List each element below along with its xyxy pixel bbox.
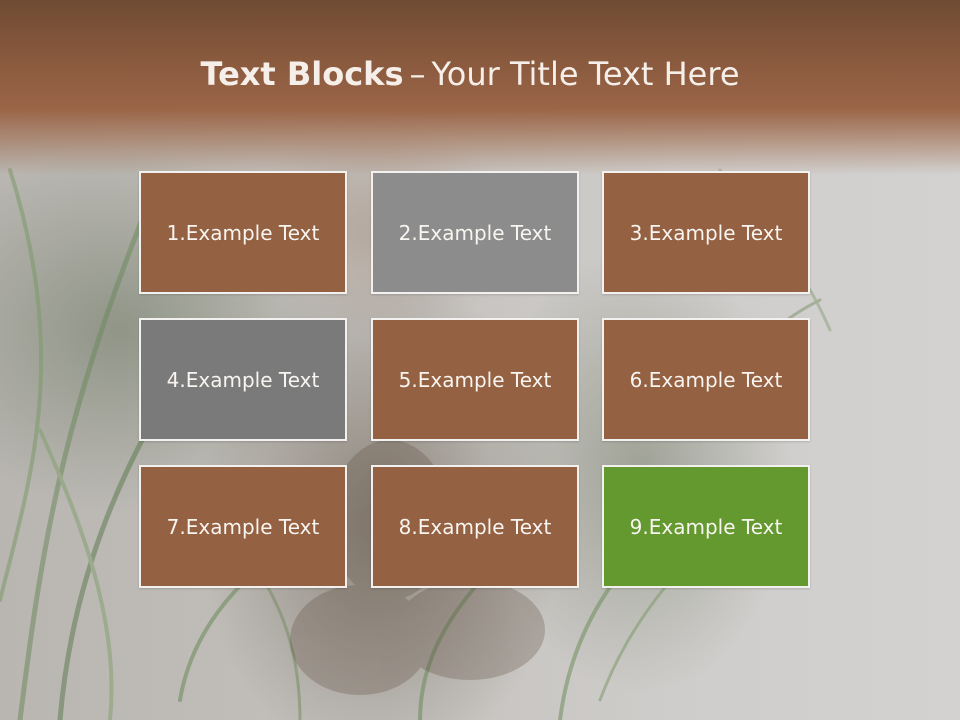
text-block-9[interactable]: 9.Example Text [602, 465, 810, 588]
text-block-2[interactable]: 2.Example Text [371, 171, 579, 294]
title-dash: – [409, 55, 426, 93]
text-block-3[interactable]: 3.Example Text [602, 171, 810, 294]
title-band [0, 0, 960, 175]
text-block-4[interactable]: 4.Example Text [139, 318, 347, 441]
text-block-6[interactable]: 6.Example Text [602, 318, 810, 441]
title-rest: Your Title Text Here [431, 55, 740, 93]
text-block-8[interactable]: 8.Example Text [371, 465, 579, 588]
page-title: Text Blocks–Your Title Text Here [0, 55, 940, 93]
text-block-7[interactable]: 7.Example Text [139, 465, 347, 588]
text-block-5[interactable]: 5.Example Text [371, 318, 579, 441]
title-bold: Text Blocks [200, 55, 404, 93]
text-block-1[interactable]: 1.Example Text [139, 171, 347, 294]
